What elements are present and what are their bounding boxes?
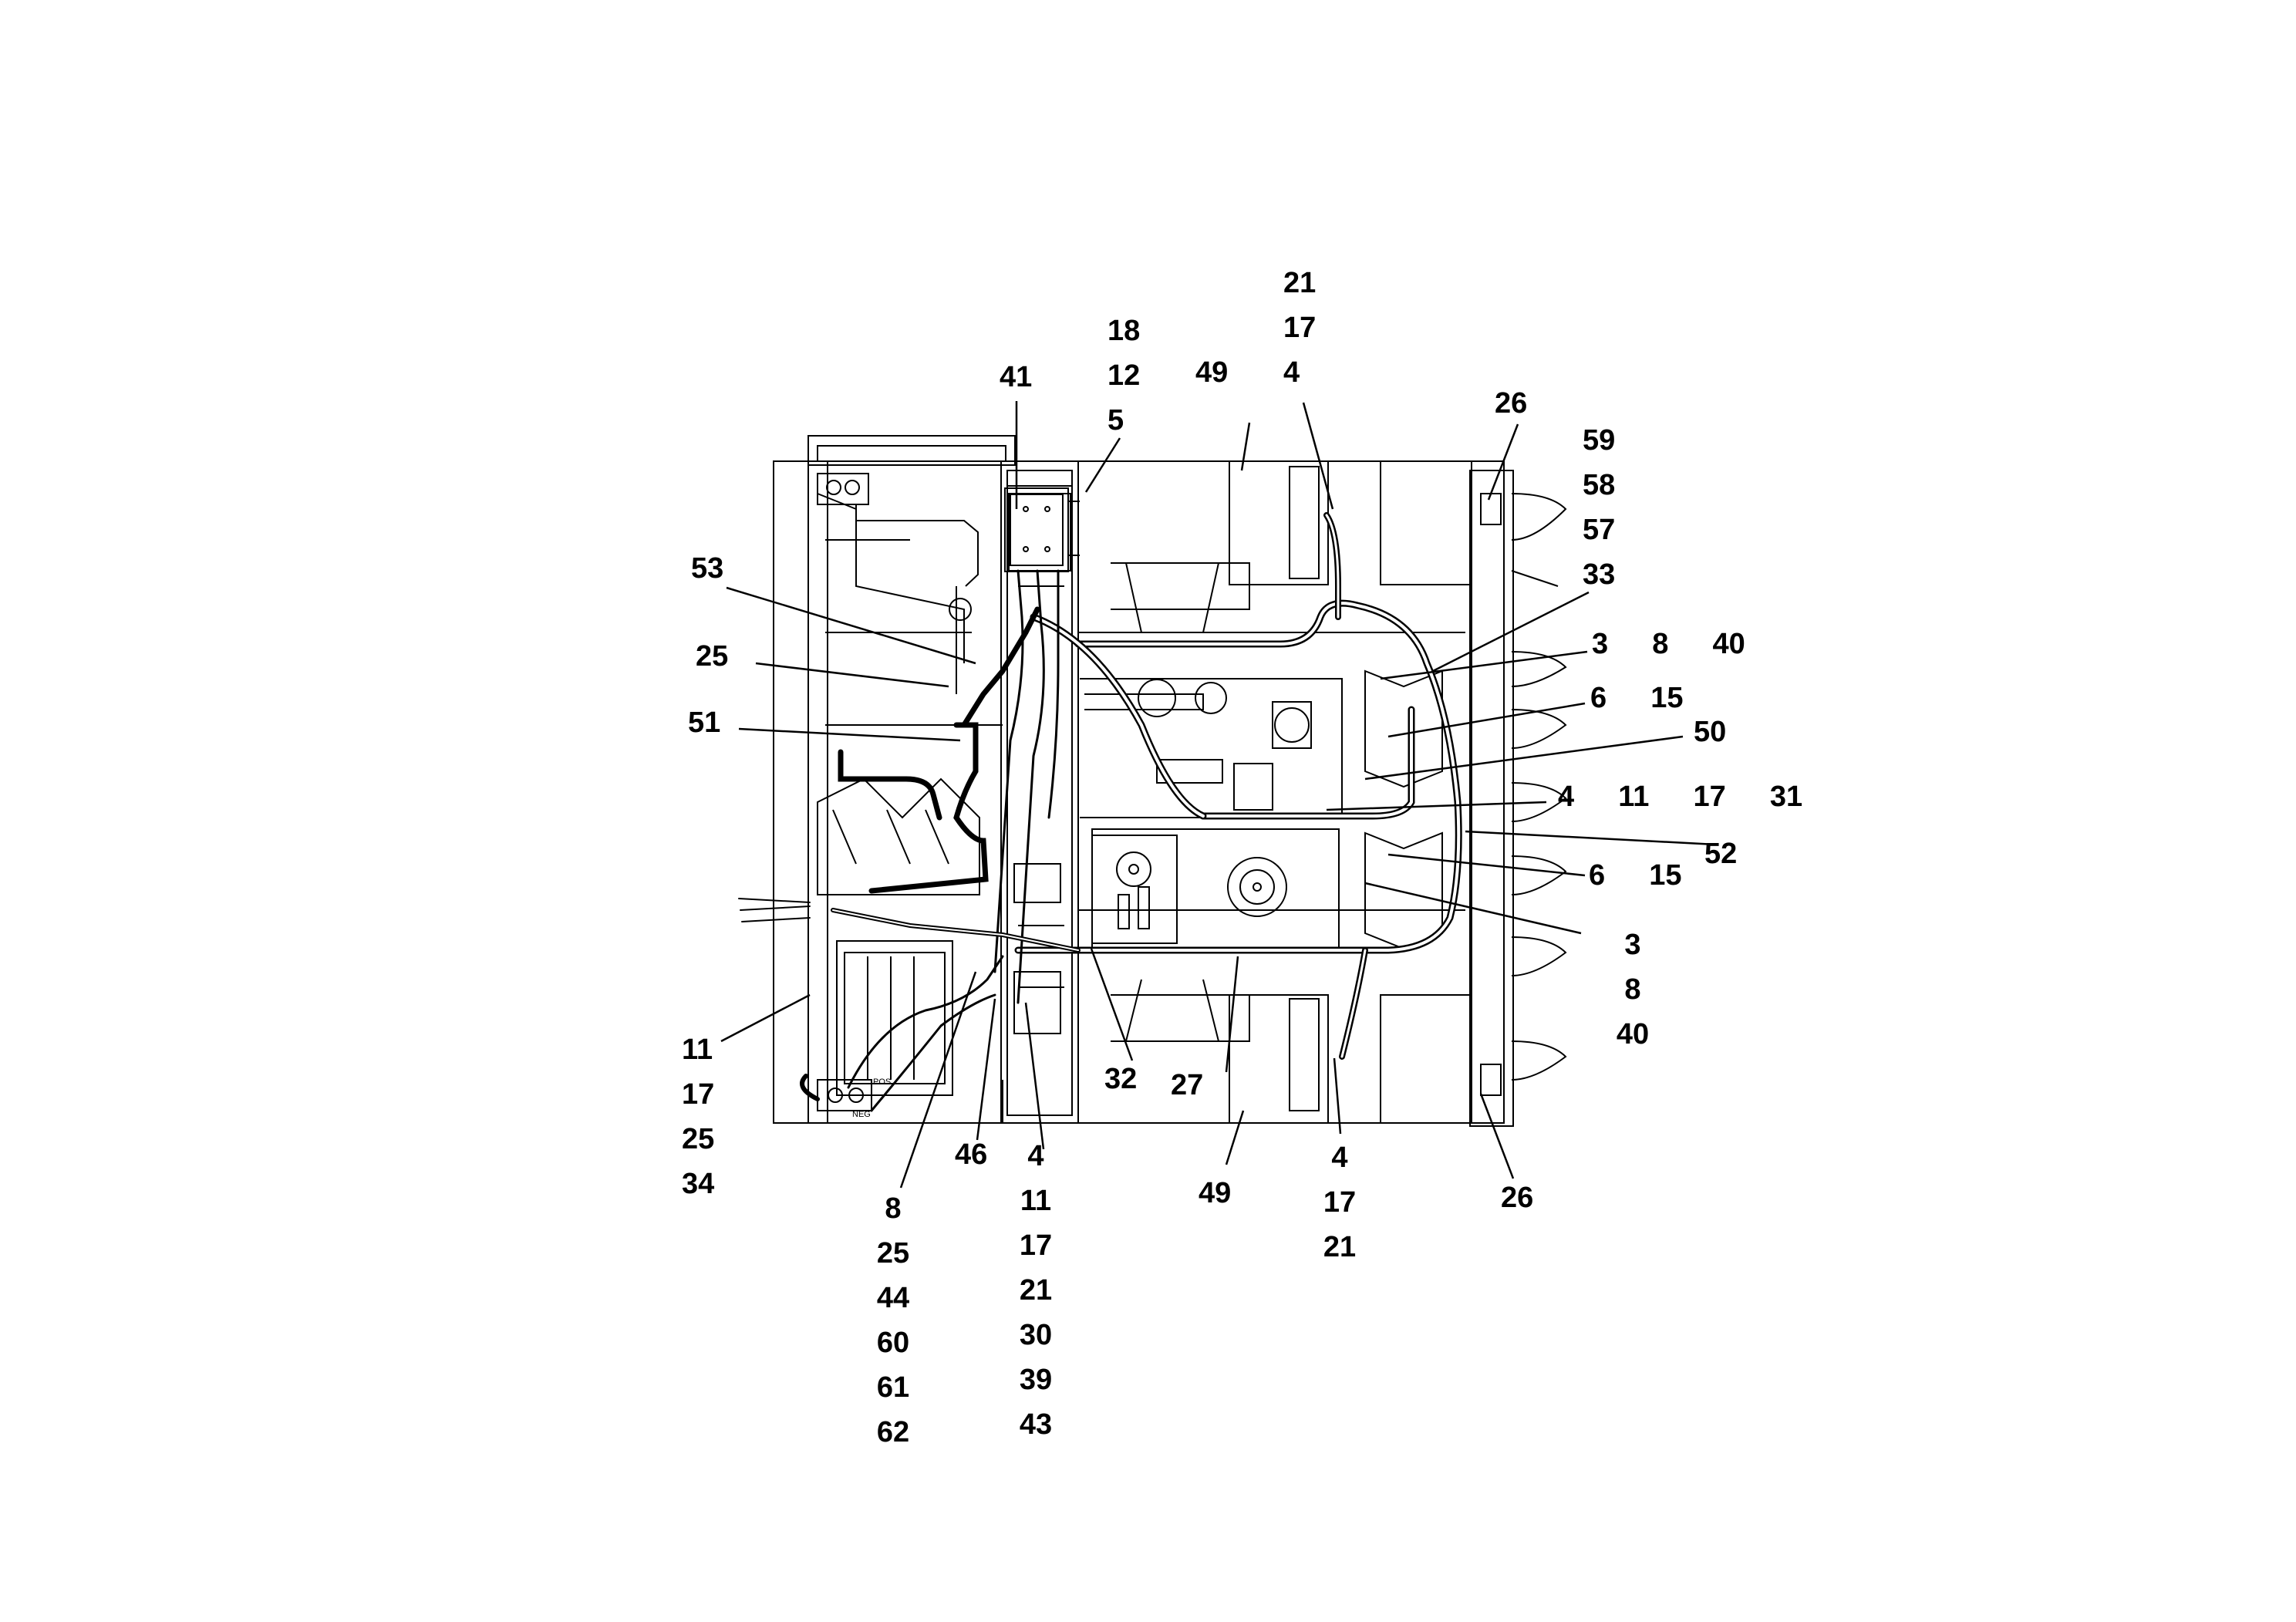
callout-4-11-17-31: 4 11 17 31 — [1558, 781, 1803, 813]
callout-51: 51 — [688, 706, 721, 739]
callout-41: 41 — [1000, 361, 1033, 393]
callout-11-17-25-34: 11 17 25 34 — [682, 1034, 715, 1200]
vertical-harness-bottom-inner — [1340, 949, 1367, 1058]
right-axle-assembly — [1364, 460, 1567, 1127]
leader-lines — [720, 401, 1717, 1189]
callout-27: 27 — [1171, 1069, 1204, 1101]
callout-3-8-40-top: 3 8 40 — [1592, 628, 1745, 660]
callout-46: 46 — [955, 1138, 988, 1171]
main-harness-top — [1014, 599, 1462, 954]
loom-bundle-2 — [1017, 569, 1045, 1004]
terminal-labels: POS NEG — [852, 1077, 891, 1119]
callout-18-12-5: 18 12 5 — [1108, 315, 1141, 437]
neg-terminal-label: NEG — [852, 1110, 871, 1119]
battery-wire-a — [847, 955, 1004, 1089]
callout-6-15-bottom: 6 15 — [1589, 859, 1682, 892]
callout-25-left: 25 — [696, 640, 729, 673]
cross-harness-inner — [1202, 708, 1413, 818]
main-harness-top-inner — [1017, 602, 1461, 952]
callout-21-17-4-top: 21 17 4 — [1283, 267, 1317, 389]
battery-cable-main — [868, 722, 989, 894]
callout-32: 32 — [1104, 1063, 1138, 1095]
battery-wire-b — [870, 993, 996, 1112]
callout-4-11-17-21-30-39-43: 4 11 17 21 30 39 43 — [1019, 1140, 1053, 1441]
battery-cable-left — [838, 749, 942, 821]
callout-3-8-40-bottom: 3 8 40 — [1616, 929, 1650, 1050]
callout-49-bottom: 49 — [1199, 1177, 1232, 1209]
aux-wires-left — [738, 898, 811, 922]
callout-59-58-57-33: 59 58 57 33 — [1583, 424, 1616, 591]
diagonal-harness-inner — [1032, 615, 1205, 818]
lower-left-harness-inner — [832, 909, 1079, 951]
callout-50: 50 — [1694, 716, 1727, 748]
callout-52: 52 — [1704, 838, 1738, 870]
callout-8-25-44-60-61-62: 8 25 44 60 61 62 — [876, 1192, 910, 1448]
loom-bundle-3 — [1047, 569, 1060, 819]
center-frame-rails — [1000, 460, 1079, 1124]
battery-wire-loop — [800, 1074, 820, 1101]
harness-cables — [738, 512, 1462, 1112]
callout-26-bottom: 26 — [1501, 1182, 1534, 1214]
callout-4-17-21-bottom: 4 17 21 — [1323, 1141, 1357, 1263]
callout-53: 53 — [691, 552, 724, 585]
vertical-harness-top-inner — [1325, 514, 1340, 619]
loom-bundle-1 — [993, 569, 1024, 973]
callout-49-top: 49 — [1195, 356, 1229, 389]
callout-26-top: 26 — [1495, 387, 1528, 420]
battery-cable-riser — [961, 606, 1040, 728]
pos-terminal-label: POS — [873, 1077, 891, 1087]
callout-6-15-top: 6 15 — [1590, 682, 1684, 714]
right-chassis — [1077, 460, 1472, 1124]
